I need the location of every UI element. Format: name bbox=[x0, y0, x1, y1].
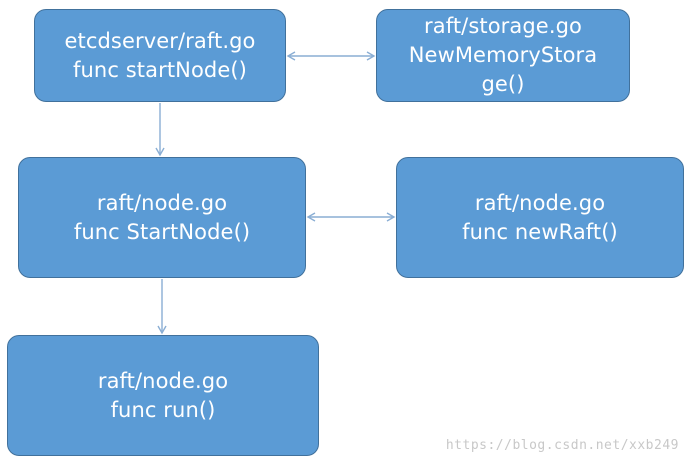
node-func-label: func StartNode() bbox=[73, 219, 251, 244]
node-func-label: func newRaft() bbox=[462, 219, 618, 244]
node-func-label: func run() bbox=[110, 397, 216, 422]
node-file-label: raft/node.go bbox=[474, 190, 606, 215]
node-etcdserver-raft-startnode: etcdserver/raft.go func startNode() bbox=[34, 9, 286, 102]
watermark-text: https://blog.csdn.net/xxb249 bbox=[445, 438, 679, 453]
node-file-label: etcdserver/raft.go bbox=[64, 28, 256, 53]
node-func-label: func startNode() bbox=[73, 57, 247, 82]
node-func-label-continued: ge() bbox=[481, 71, 525, 96]
node-file-label: raft/node.go bbox=[96, 190, 228, 215]
node-raft-node-newraft: raft/node.go func newRaft() bbox=[396, 157, 684, 278]
node-file-label: raft/node.go bbox=[97, 368, 229, 393]
node-raft-storage-newmemorystorage: raft/storage.go NewMemoryStora ge() bbox=[376, 9, 630, 102]
node-raft-node-run: raft/node.go func run() bbox=[7, 335, 319, 456]
node-file-label: raft/storage.go bbox=[424, 14, 582, 39]
node-func-label: NewMemoryStora bbox=[408, 43, 598, 68]
node-raft-node-startnode: raft/node.go func StartNode() bbox=[18, 157, 306, 278]
